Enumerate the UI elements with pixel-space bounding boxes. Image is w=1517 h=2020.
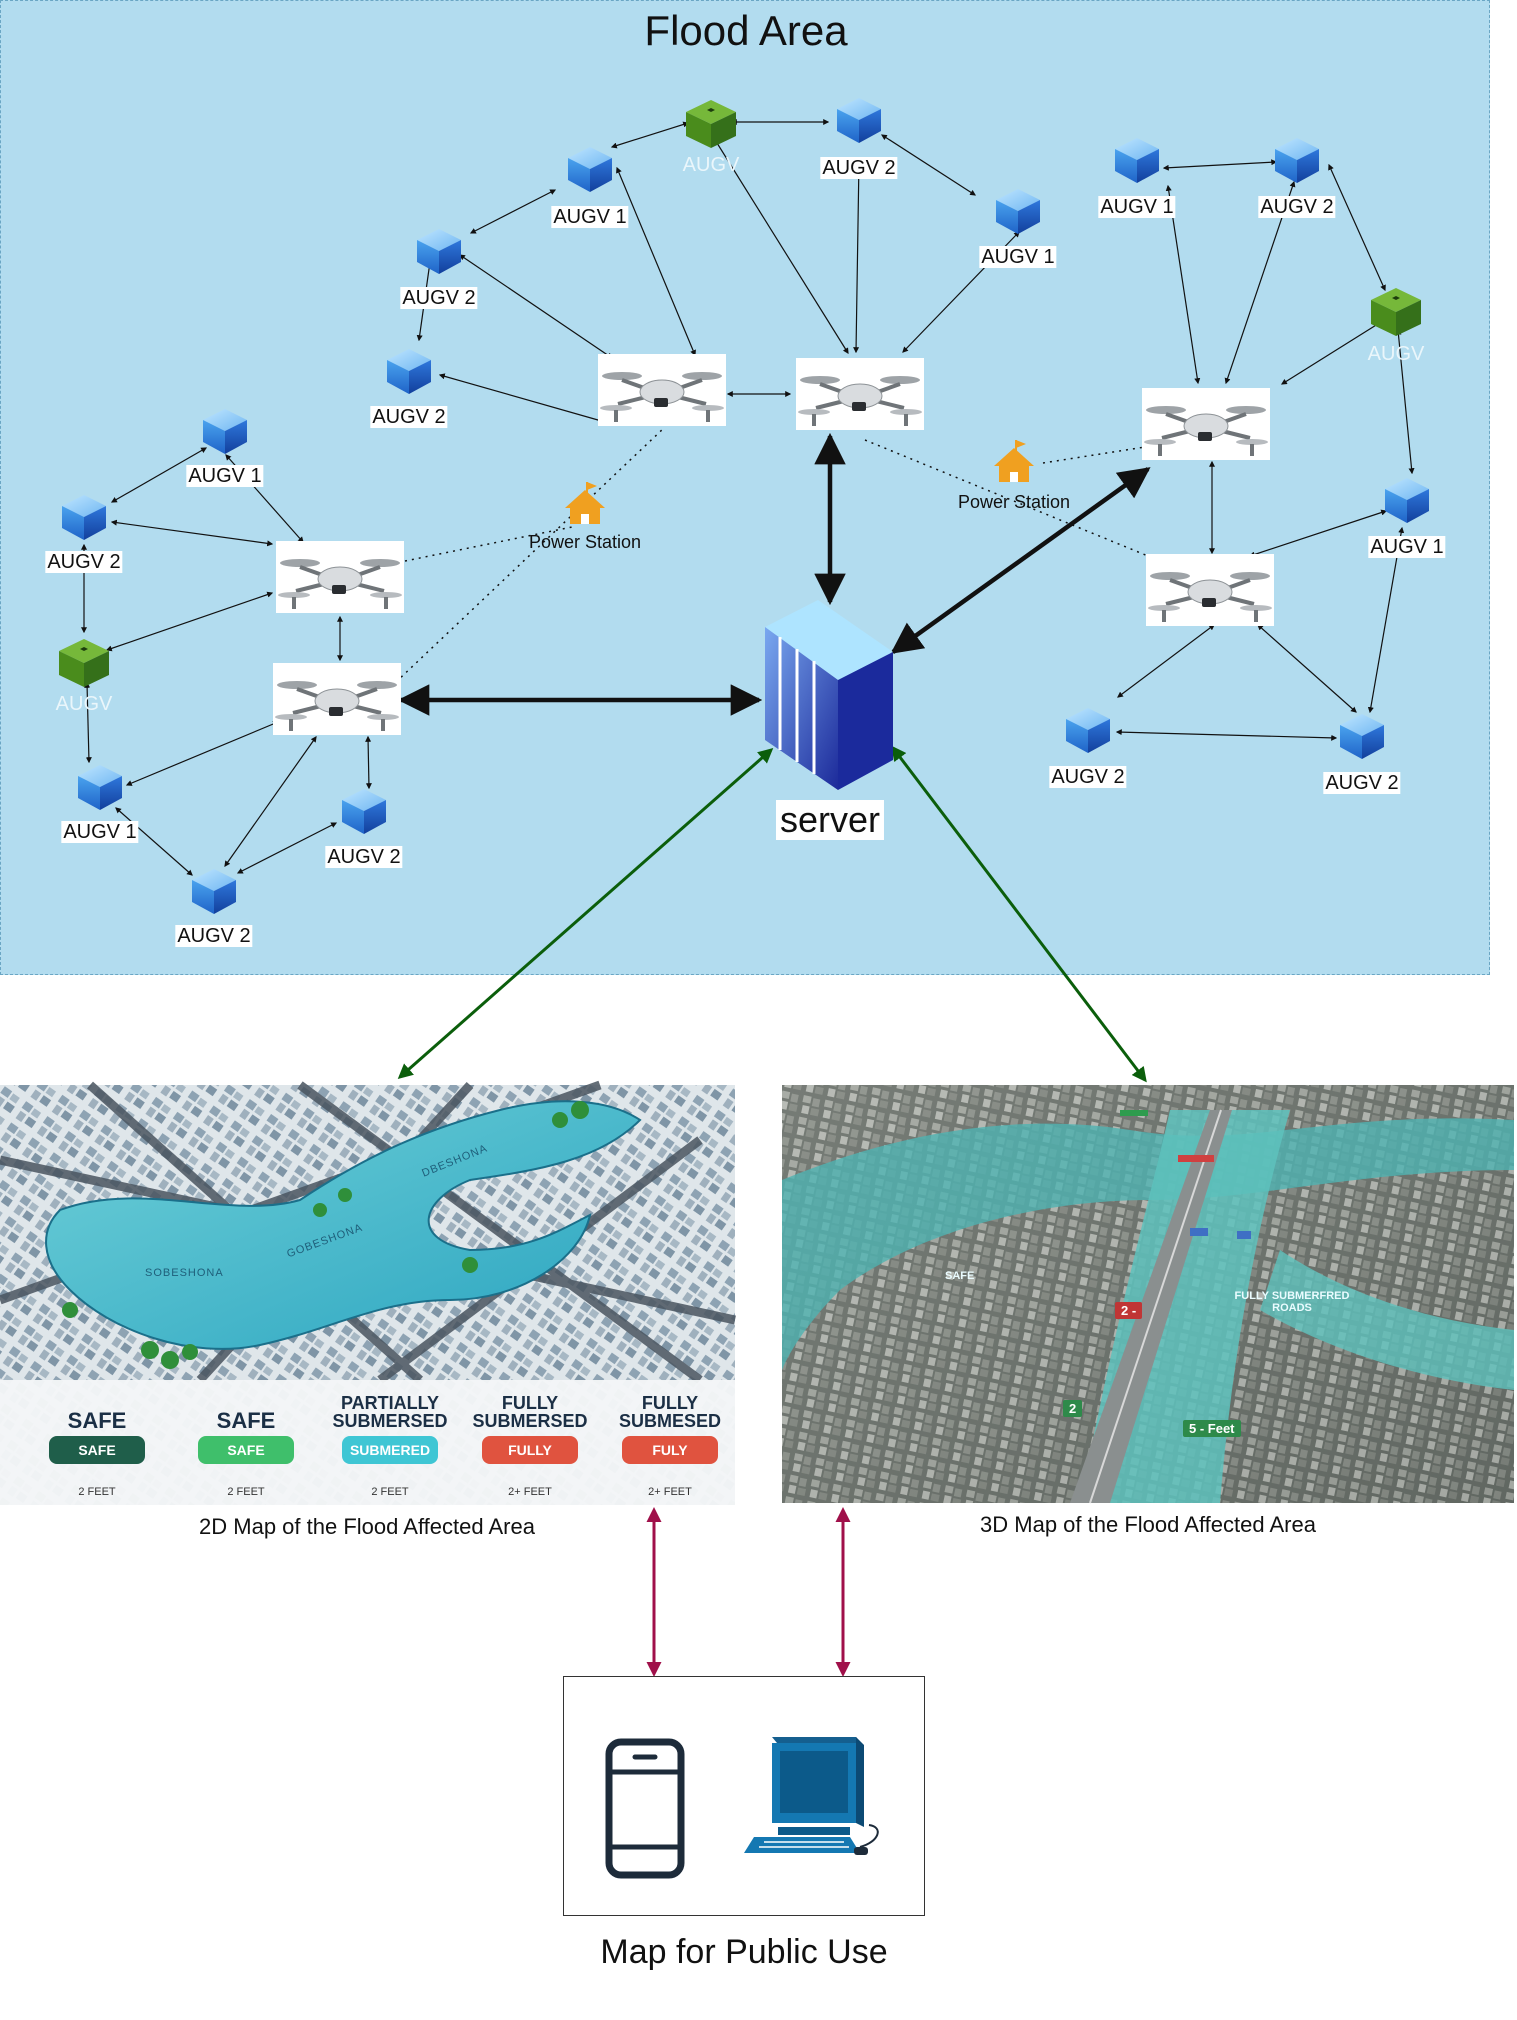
augv-cube-icon — [417, 229, 461, 274]
augv-cube-icon — [192, 869, 236, 914]
augv1-label: AUGV 1 — [979, 246, 1057, 268]
augv2-label: AUGV 2 — [370, 406, 448, 428]
augv1-label: AUGV 1 — [186, 465, 264, 487]
augv-cube-icon — [568, 147, 612, 192]
legend-title: PARTIALLY SUBMERSED — [332, 1393, 448, 1431]
map-3d-image — [782, 1085, 1514, 1504]
power-station-icon — [993, 439, 1035, 483]
drone-icon — [274, 539, 406, 615]
map3d-sign: 2 - — [1115, 1302, 1143, 1319]
server-links — [397, 432, 1151, 716]
legend-depth: 2+ FEET — [648, 1486, 692, 1498]
augv2-label: AUGV 2 — [45, 551, 123, 573]
legend-pill: FULY — [622, 1436, 718, 1464]
augv-cube-icon — [837, 98, 881, 143]
legend-title: FULLY SUBMESED — [618, 1393, 721, 1431]
legend-pill: SAFE — [49, 1436, 145, 1464]
power-links — [395, 426, 1149, 683]
legend-depth: 2+ FEET — [508, 1486, 552, 1498]
public-devices-box — [563, 1676, 925, 1916]
augv-cube-icon — [342, 789, 386, 834]
map-links — [397, 745, 1147, 1083]
legend-depth: 2 FEET — [78, 1486, 116, 1498]
mobile-phone-icon — [605, 1738, 685, 1879]
flood-area-title: Flood Area — [644, 7, 848, 54]
map3d-sign: 2 — [1063, 1400, 1083, 1417]
map-3d-caption: 3D Map of the Flood Affected Area — [980, 1512, 1316, 1537]
augv-green-cube-icon — [686, 100, 736, 148]
augv-label: AUGV — [55, 693, 113, 715]
legend-item: FULLY SUBMERSED FULLY 2+ FEET — [460, 1392, 600, 1498]
augv-label: AUGV — [1367, 343, 1425, 365]
drone-icon — [271, 661, 403, 737]
augv2-label: AUGV 2 — [400, 287, 478, 309]
node-links — [81, 119, 1415, 876]
augv-cube-icon — [62, 495, 106, 540]
augv-cube-icon — [1275, 138, 1319, 183]
desktop-computer-icon — [744, 1737, 879, 1855]
map3d-submerged-label: FULLY SUBMERFRED ROADS — [1234, 1290, 1350, 1314]
power-station-label: Power Station — [957, 492, 1071, 512]
augv-cube-icon — [1340, 714, 1384, 759]
legend-depth: 2 FEET — [371, 1486, 409, 1498]
augv-cube-icon — [203, 409, 247, 454]
legend-item: PARTIALLY SUBMERSED SUBMERED 2 FEET — [320, 1392, 460, 1498]
augv2-label: AUGV 2 — [325, 846, 403, 868]
map-2d-image — [0, 1080, 736, 1505]
drone-icon — [1140, 386, 1272, 462]
augv1-label: AUGV 1 — [61, 821, 139, 843]
augv1-label: AUGV 1 — [1368, 536, 1446, 558]
drone-icon — [596, 352, 728, 428]
augv2-label: AUGV 2 — [1323, 772, 1401, 794]
legend-pill: SUBMERED — [342, 1436, 438, 1464]
public-map-label: Map for Public Use — [600, 1933, 888, 1971]
legend-title: FULLY SUBMERSED — [472, 1393, 588, 1431]
augv1-label: AUGV 1 — [1098, 196, 1176, 218]
legend-item: SAFE SAFE 2 FEET — [176, 1392, 316, 1498]
power-station-icon — [564, 481, 606, 525]
augv-label: AUGV — [682, 154, 740, 176]
augv-cube-icon — [996, 189, 1040, 234]
legend-item: SAFE SAFE 2 FEET — [27, 1392, 167, 1498]
drone-icon — [1144, 552, 1276, 628]
augv1-label: AUGV 1 — [551, 206, 629, 228]
map3d-safe-label: SAFE — [945, 1270, 975, 1282]
legend-title: SAFE — [216, 1408, 276, 1433]
map3d-sign: 5 - Feet — [1183, 1420, 1241, 1437]
augv2-label: AUGV 2 — [1049, 766, 1127, 788]
river-label: SOBESHONA — [145, 1267, 224, 1279]
augv-cube-icon — [1115, 138, 1159, 183]
augv-cube-icon — [1385, 478, 1429, 523]
augv-cube-icon — [78, 765, 122, 810]
augv-green-cube-icon — [1371, 288, 1421, 336]
augv2-label: AUGV 2 — [820, 157, 898, 179]
legend-pill: SAFE — [198, 1436, 294, 1464]
public-links — [646, 1507, 851, 1677]
drone-icon — [794, 356, 926, 432]
power-station-label: Power Station — [528, 532, 642, 552]
map-2d-caption: 2D Map of the Flood Affected Area — [199, 1514, 535, 1539]
augv2-label: AUGV 2 — [1258, 196, 1336, 218]
augv-cube-icon — [1066, 708, 1110, 753]
server-icon — [765, 600, 893, 790]
augv2-label: AUGV 2 — [175, 925, 253, 947]
legend-pill: FULLY — [482, 1436, 578, 1464]
legend-title: SAFE — [67, 1408, 127, 1433]
legend-item: FULLY SUBMESED FULY 2+ FEET — [600, 1392, 740, 1498]
augv-green-cube-icon — [59, 639, 109, 687]
legend-depth: 2 FEET — [227, 1486, 265, 1498]
server-label: server — [775, 800, 885, 840]
augv-cube-icon — [387, 349, 431, 394]
